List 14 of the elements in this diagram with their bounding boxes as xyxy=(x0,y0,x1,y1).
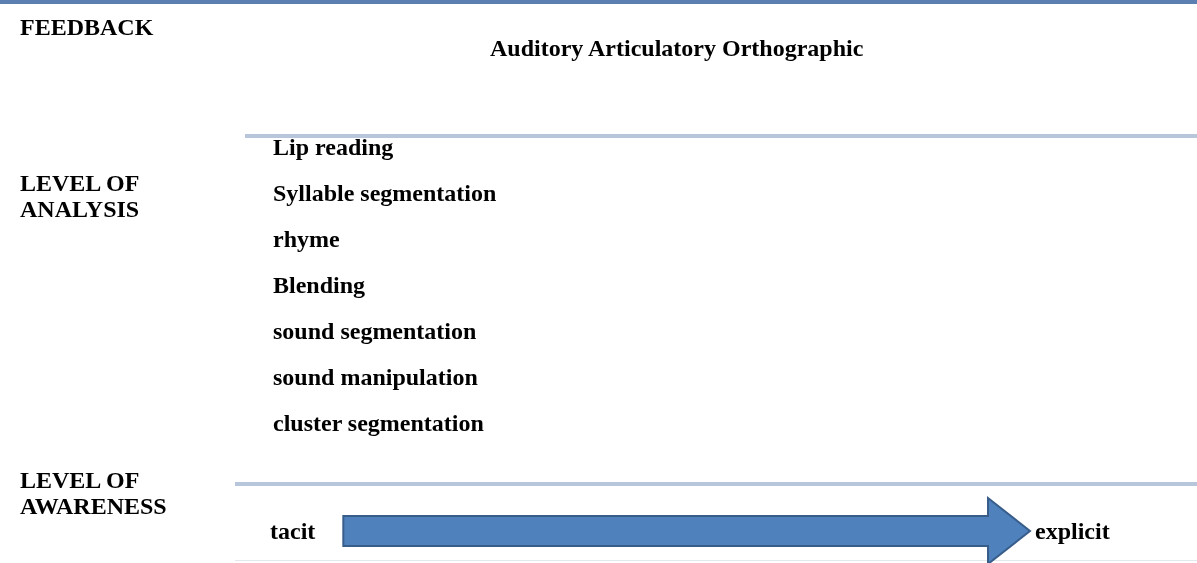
block-arrow xyxy=(342,495,1032,563)
section-heading: LEVEL OF AWARENESS xyxy=(20,467,168,519)
list-item: cluster segmentation xyxy=(273,410,484,436)
section-heading: FEEDBACK xyxy=(20,14,154,40)
list-item: Lip reading xyxy=(273,134,394,160)
list-item: rhyme xyxy=(273,226,340,252)
list-item: sound manipulation xyxy=(273,364,478,390)
section-heading: LEVEL OF ANALYSIS xyxy=(20,170,141,222)
list-item: Blending xyxy=(273,272,366,298)
column-headings: Auditory Articulatory Orthographic xyxy=(490,35,864,61)
endpoint-label: tacit xyxy=(270,518,316,544)
endpoint-label: explicit xyxy=(1035,518,1110,544)
list-item: Syllable segmentation xyxy=(273,180,497,206)
list-item: sound segmentation xyxy=(273,318,477,344)
